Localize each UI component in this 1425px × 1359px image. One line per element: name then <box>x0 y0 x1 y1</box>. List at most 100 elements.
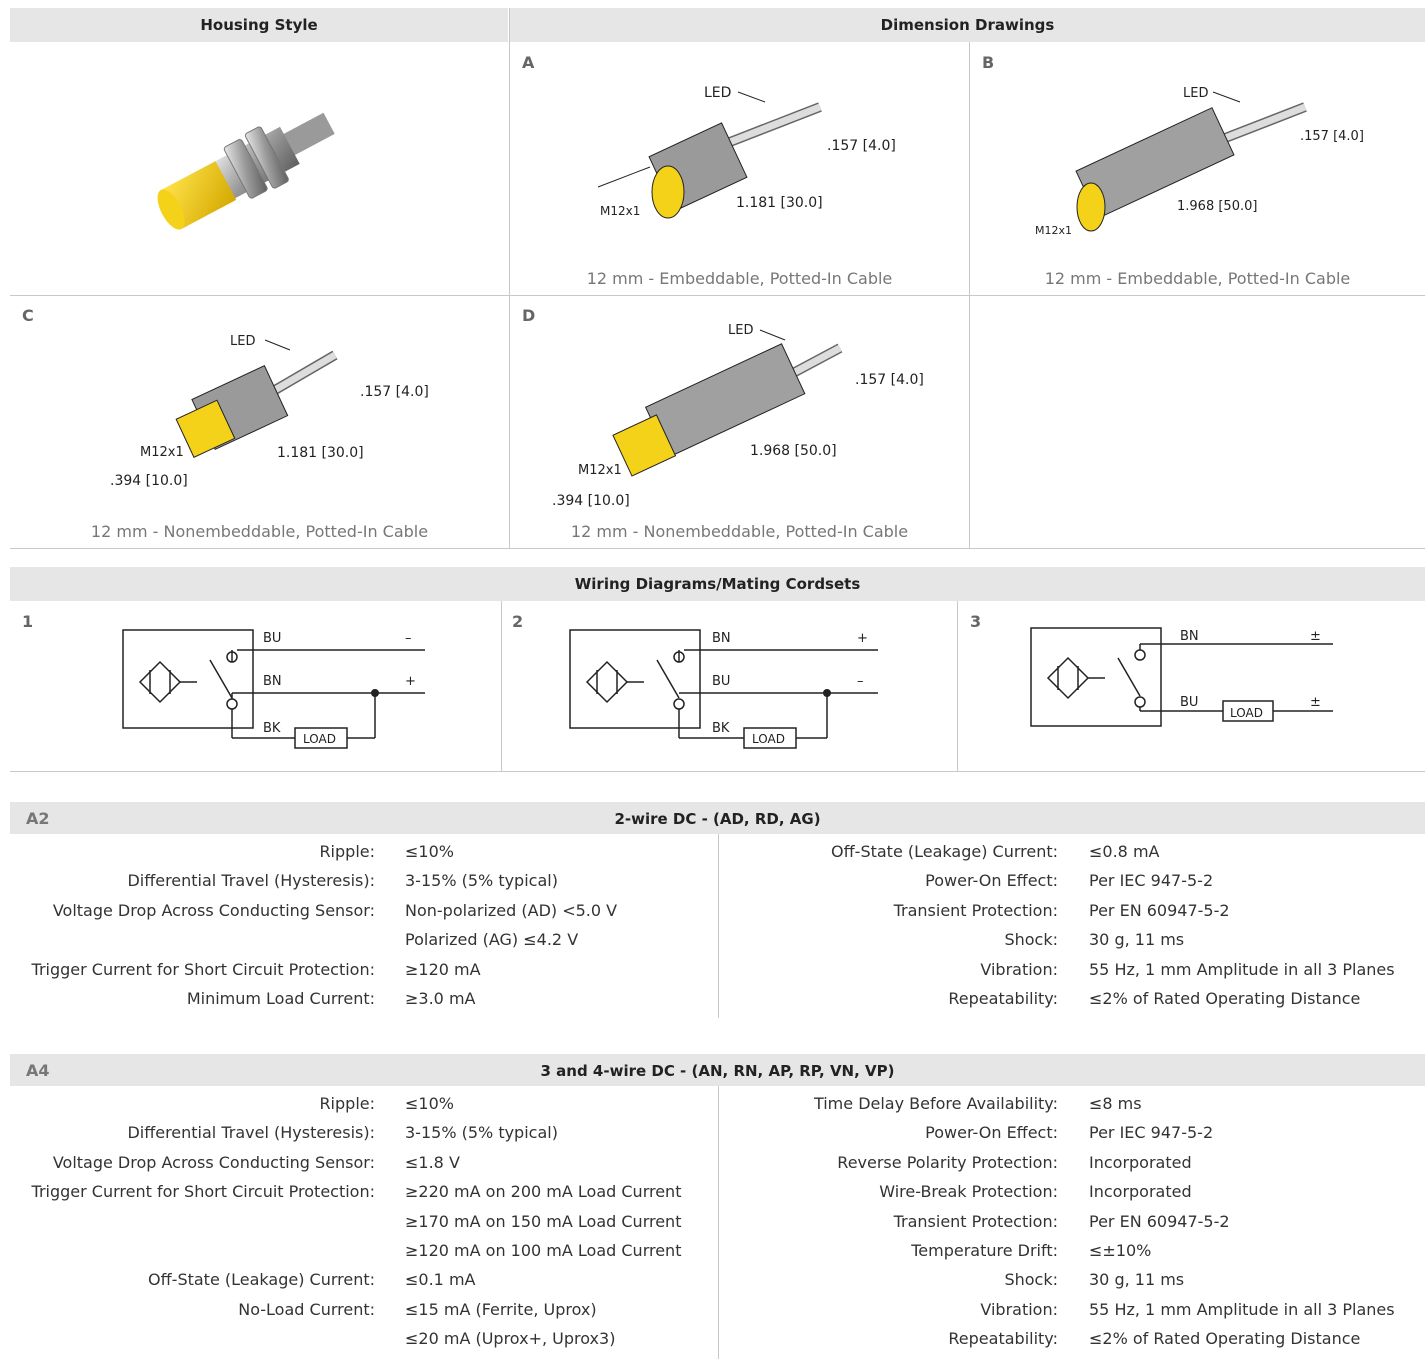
spec-value: ≤±10% <box>1089 1241 1152 1260</box>
spec-row: Trigger Current for Short Circuit Protec… <box>0 1182 1425 1211</box>
spec-label: Differential Travel (Hysteresis): <box>127 1123 375 1143</box>
housing-style-header: Housing Style <box>10 8 508 42</box>
dimension-drawing-c: LED .157 [4.0] 1.181 [30.0] M12x1 .394 [… <box>110 334 429 489</box>
svg-text:BU: BU <box>712 674 730 689</box>
spec-value: ≤2% of Rated Operating Distance <box>1089 989 1361 1008</box>
spec-label: Off-State (Leakage) Current: <box>831 842 1058 861</box>
spec-row: Wire-Break Protection:Incorporated <box>0 1182 1425 1211</box>
drawing-caption: 12 mm - Nonembeddable, Potted-In Cable <box>570 522 909 541</box>
product-photo <box>157 112 335 230</box>
wiring-diagram-3: BN ± BU ± LOAD <box>1030 627 1333 727</box>
spec-row: Ripple:≤10% <box>0 1094 1425 1123</box>
spec-value: Per IEC 947-5-2 <box>1089 1123 1214 1143</box>
spec-value: ≤15 mA (Ferrite, Uprox) <box>405 1299 597 1319</box>
dimension-drawing-a: LED .157 [4.0] 1.181 [30.0] M12x1 <box>597 85 896 219</box>
spec-value: Per IEC 947-5-2 <box>1089 871 1214 891</box>
spec-value: ≤10% <box>405 842 454 861</box>
spec-value: Per EN 60947-5-2 <box>1089 900 1230 920</box>
spec-row: Transient Protection:Per EN 60947-5-2 <box>0 901 1425 930</box>
svg-text:1.181 [30.0]: 1.181 [30.0] <box>736 195 823 211</box>
spec-row: Ripple: ≤10% <box>0 842 1425 871</box>
spec-row: Power-On Effect:Per IEC 947-5-2 <box>0 871 1425 900</box>
svg-text:BK: BK <box>712 721 730 736</box>
svg-text:±: ± <box>1310 695 1321 710</box>
svg-text:.394 [10.0]: .394 [10.0] <box>552 493 630 508</box>
svg-text:BN: BN <box>712 631 731 646</box>
svg-text:BU: BU <box>263 631 281 646</box>
spec-row: Off-State (Leakage) Current:≤0.8 mA <box>0 842 1425 871</box>
svg-text:+: + <box>405 674 416 689</box>
spec-label: Ripple: <box>319 842 375 861</box>
spec-row: Reverse Polarity Protection:Incorporated <box>0 1153 1425 1182</box>
svg-text:LED: LED <box>704 85 731 101</box>
spec-value: 3-15% (5% typical) <box>405 871 558 891</box>
spec-label: Transient Protection: <box>893 1211 1058 1231</box>
spec-label: Vibration: <box>980 959 1058 979</box>
wiring-number: 2 <box>512 612 524 631</box>
wiring-number: 1 <box>22 612 34 631</box>
spec-label: Repeatability: <box>948 1329 1058 1349</box>
wiring-diagram-2: BN + BU – BK LOAD <box>569 629 878 749</box>
svg-text:M12x1: M12x1 <box>140 445 184 460</box>
spec-value: 55 Hz, 1 mm Amplitude in all 3 Planes <box>1089 959 1395 979</box>
svg-text:.157 [4.0]: .157 [4.0] <box>360 384 429 400</box>
spec-row: Time Delay Before Availability:≤8 ms <box>0 1094 1425 1123</box>
spec-label: Vibration: <box>980 1299 1058 1319</box>
spec-value: 55 Hz, 1 mm Amplitude in all 3 Planes <box>1089 1299 1395 1319</box>
svg-text:LOAD: LOAD <box>1230 706 1263 720</box>
spec-row: No-Load Current:≤15 mA (Ferrite, Uprox) <box>0 1300 1425 1329</box>
spec-row: Trigger Current for Short Circuit Protec… <box>0 960 1425 989</box>
dimension-drawing-d: LED .157 [4.0] 1.968 [50.0] M12x1 .394 [… <box>552 323 924 508</box>
spec-label: Trigger Current for Short Circuit Protec… <box>31 1182 375 1202</box>
svg-text:BU: BU <box>1180 695 1198 710</box>
wiring-diagram-1: BU – BN + BK LOAD <box>122 629 425 749</box>
spec-label: Temperature Drift: <box>911 1241 1058 1260</box>
svg-text:LOAD: LOAD <box>303 732 336 746</box>
spec-value: 3-15% (5% typical) <box>405 1123 558 1143</box>
spec-value: ≤8 ms <box>1089 1094 1142 1113</box>
spec-label: Ripple: <box>319 1094 375 1113</box>
svg-text:.157 [4.0]: .157 [4.0] <box>1300 129 1364 144</box>
svg-text:LED: LED <box>728 323 753 338</box>
spec-label: Trigger Current for Short Circuit Protec… <box>31 959 375 979</box>
svg-text:M12x1: M12x1 <box>578 463 622 478</box>
spec-row: ≥120 mA on 100 mA Load Current <box>0 1241 1425 1270</box>
svg-text:LED: LED <box>1183 86 1208 101</box>
spec-value: ≤0.1 mA <box>405 1270 476 1290</box>
spec-row: ≥170 mA on 150 mA Load Current <box>0 1212 1425 1241</box>
spec-value: Incorporated <box>1089 1152 1192 1172</box>
svg-text:–: – <box>857 674 864 689</box>
drawing-caption: 12 mm - Embeddable, Potted-In Cable <box>1044 269 1351 288</box>
spec-row: Voltage Drop Across Conducting Sensor:≤1… <box>0 1153 1425 1182</box>
spec-value: 30 g, 11 ms <box>1089 1270 1185 1290</box>
svg-text:BK: BK <box>263 721 281 736</box>
spec-row: Transient Protection: Per EN 60947-5-2 <box>0 1212 1425 1241</box>
spec-label: Minimum Load Current: <box>186 989 375 1008</box>
spec-value: ≥3.0 mA <box>405 989 476 1008</box>
wiring-number: 3 <box>970 612 982 631</box>
spec-row: Voltage Drop Across Conducting Sensor:No… <box>0 901 1425 930</box>
spec-label: Voltage Drop Across Conducting Sensor: <box>52 900 375 920</box>
spec-row: Repeatability:≤2% of Rated Operating Dis… <box>0 989 1425 1018</box>
svg-text:M12x1: M12x1 <box>1035 224 1072 237</box>
svg-text:±: ± <box>1310 629 1321 644</box>
spec-row: Temperature Drift: ≤±10% <box>0 1241 1425 1270</box>
svg-text:1.968 [50.0]: 1.968 [50.0] <box>1177 199 1257 214</box>
spec-row: Vibration: 55 Hz, 1 mm Amplitude in all 3… <box>0 960 1425 989</box>
spec-label: Off-State (Leakage) Current: <box>148 1270 375 1290</box>
drawing-letter: A <box>522 53 535 72</box>
spec-value: ≤1.8 V <box>405 1152 460 1172</box>
spec-value: Per EN 60947-5-2 <box>1089 1211 1230 1231</box>
svg-text:1.181 [30.0]: 1.181 [30.0] <box>277 445 364 461</box>
spec-value: 30 g, 11 ms <box>1089 930 1185 950</box>
spec-value: Polarized (AG) ≤4.2 V <box>405 930 579 950</box>
spec-row: Polarized (AG) ≤4.2 V <box>0 930 1425 959</box>
drawing-caption: 12 mm - Nonembeddable, Potted-In Cable <box>90 522 429 541</box>
svg-text:LOAD: LOAD <box>752 732 785 746</box>
spec-row: Differential Travel (Hysteresis): 3-15% (… <box>0 1123 1425 1152</box>
spec-label: Differential Travel (Hysteresis): <box>127 871 375 891</box>
drawing-letter: B <box>982 53 995 72</box>
spec-value: ≥170 mA on 150 mA Load Current <box>405 1211 682 1231</box>
spec-value: ≤2% of Rated Operating Distance <box>1089 1329 1361 1349</box>
spec-row: Shock:30 g, 11 ms <box>0 1270 1425 1299</box>
